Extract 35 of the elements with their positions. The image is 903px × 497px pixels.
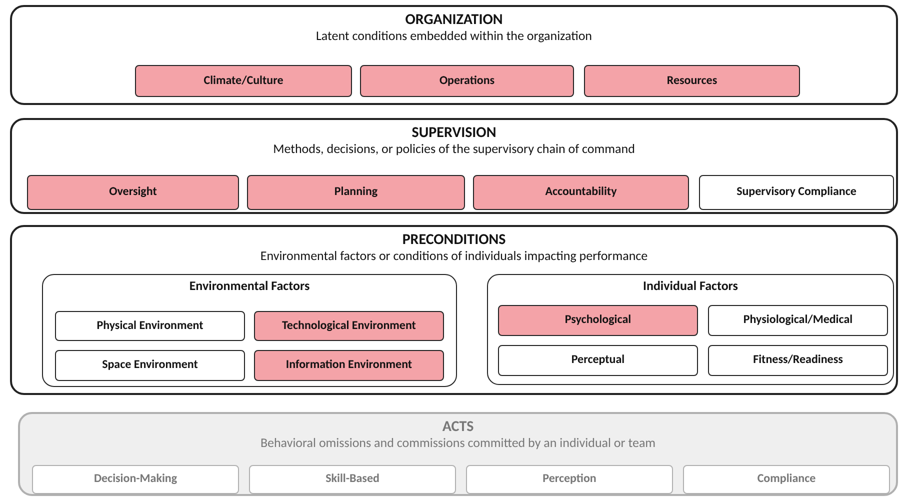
factor-box: Resources [584, 65, 800, 97]
section-subtitle: Behavioral omissions and commissions committed by an individual or team [260, 436, 656, 452]
section-panel [10, 118, 898, 214]
section-subtitle: Latent conditions embedded within the organization [316, 29, 592, 45]
factor-box: Compliance [683, 465, 890, 494]
section-title: PRECONDITIONS [402, 231, 506, 249]
factor-box: Perception [466, 465, 673, 494]
section-panel [10, 225, 898, 395]
factor-box: Supervisory Compliance [699, 175, 894, 210]
group-panel [487, 274, 894, 385]
section-title: SUPERVISION [412, 124, 496, 142]
factor-box: Oversight [27, 175, 239, 210]
group-panel [42, 274, 457, 387]
group-title: Individual Factors [643, 279, 738, 295]
group-title: Environmental Factors [189, 279, 310, 295]
section-panel [18, 412, 898, 496]
factor-box: Planning [247, 175, 465, 210]
factor-box: Skill-Based [249, 465, 456, 494]
factor-box: Space Environment [55, 350, 245, 381]
section-title: ORGANIZATION [405, 11, 503, 29]
section-panel [10, 5, 898, 105]
factor-box: Physical Environment [55, 311, 245, 341]
section-subtitle: Methods, decisions, or policies of the supervisory chain of command [273, 142, 635, 158]
section-subtitle: Environmental factors or conditions of individuals impacting performance [260, 249, 648, 265]
factor-box: Perceptual [498, 345, 698, 376]
factor-box: Information Environment [254, 350, 444, 381]
factor-box: Fitness/Readiness [708, 345, 888, 376]
factor-box: Technological Environment [254, 311, 444, 341]
factor-box: Climate/Culture [135, 65, 352, 97]
section-title: ACTS [442, 418, 474, 436]
factor-box: Psychological [498, 305, 698, 336]
factor-box: Accountability [473, 175, 689, 210]
factor-box: Decision-Making [32, 465, 239, 494]
factor-box: Operations [360, 65, 574, 97]
factor-box: Physiological/Medical [708, 305, 888, 336]
